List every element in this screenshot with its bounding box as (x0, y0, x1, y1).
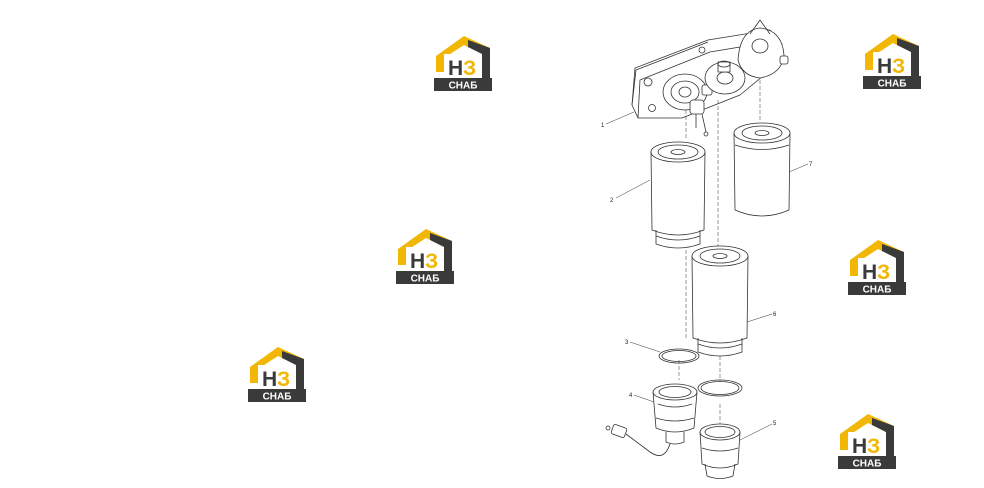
callout-2: 2 (610, 198, 614, 204)
house-logo-icon: Н З СНАБ (248, 347, 306, 403)
svg-text:З: З (877, 261, 890, 284)
svg-text:З: З (425, 250, 438, 273)
fuel-filter-exploded-diagram: 1 2 3 4 5 6 7 (590, 0, 840, 488)
callout-3: 3 (625, 340, 629, 346)
svg-text:СНАБ: СНАБ (449, 81, 478, 92)
water-separator-bowl-with-sensor-icon (605, 383, 698, 456)
callout-7: 7 (809, 162, 813, 168)
callout-5: 5 (773, 421, 777, 427)
callout-6: 6 (773, 312, 777, 318)
svg-text:З: З (277, 368, 290, 391)
callout-1: 1 (601, 123, 605, 129)
svg-text:Н: Н (862, 261, 877, 284)
svg-text:З: З (892, 55, 905, 78)
svg-text:Н: Н (262, 368, 277, 391)
svg-text:Н: Н (877, 55, 892, 78)
watermark-logo: Н З СНАБ (846, 236, 908, 298)
svg-text:СНАБ: СНАБ (853, 459, 882, 470)
o-ring-icon (658, 348, 700, 364)
svg-text:СНАБ: СНАБ (863, 285, 892, 296)
svg-text:СНАБ: СНАБ (878, 79, 907, 90)
svg-text:Н: Н (448, 57, 463, 80)
callout-4: 4 (629, 393, 633, 399)
svg-text:Н: Н (410, 250, 425, 273)
house-logo-icon: Н З СНАБ (863, 34, 921, 90)
watermark-logo: Н З СНАБ (432, 32, 494, 94)
svg-text:Н: Н (852, 435, 867, 458)
filter-bowl-icon (699, 423, 741, 479)
watermark-logo: Н З СНАБ (861, 30, 923, 92)
filter-head-icon (631, 19, 789, 137)
svg-text:СНАБ: СНАБ (411, 274, 440, 285)
o-ring-icon (697, 379, 743, 397)
watermark-logo: Н З СНАБ (246, 343, 308, 405)
house-logo-icon: Н З СНАБ (848, 240, 906, 296)
watermark-logo: Н З СНАБ (394, 225, 456, 287)
svg-text:З: З (867, 435, 880, 458)
house-logo-icon: Н З СНАБ (434, 36, 492, 92)
fuel-filter-cartridge-icon (650, 141, 706, 249)
house-logo-icon: Н З СНАБ (838, 414, 896, 470)
svg-text:З: З (463, 57, 476, 80)
watermark-logo: Н З СНАБ (836, 410, 898, 472)
fuel-filter-cartridge-icon (691, 245, 749, 357)
svg-text:СНАБ: СНАБ (263, 392, 292, 403)
house-logo-icon: Н З СНАБ (396, 229, 454, 285)
fuel-filter-cartridge-icon (733, 122, 791, 217)
